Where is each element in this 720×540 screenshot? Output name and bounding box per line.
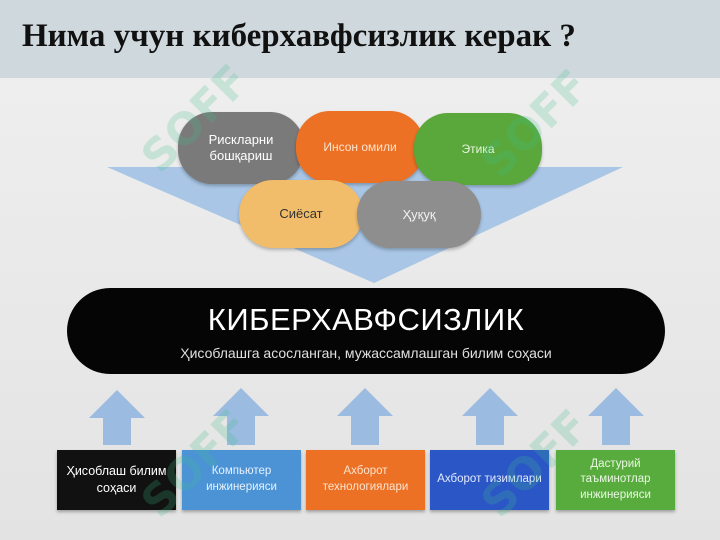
up-arrow (337, 388, 393, 445)
information-systems-box: Ахборот тизимлари (430, 450, 549, 510)
computing-knowledge-box: Ҳисоблаш билим соҳаси (57, 450, 176, 510)
software-engineering-box: Дастурий таъминотлар инжинерияси (556, 450, 675, 510)
up-arrow (462, 388, 518, 445)
cybersecurity-title: КИБЕРХАВФСИЗЛИК (207, 302, 525, 337)
human-factor-pill: Инсон омили (296, 111, 424, 183)
up-arrow (89, 390, 145, 445)
computer-engineering-box: Компьютер инжинерияси (182, 450, 301, 510)
law-pill: Ҳуқуқ (357, 181, 481, 248)
up-arrow (588, 388, 644, 445)
risk-management-pill: Рискларни бошқариш (178, 112, 304, 184)
up-arrow (213, 388, 269, 445)
policy-pill: Сиёсат (239, 180, 363, 248)
information-technology-box: Ахборот технологиялари (306, 450, 425, 510)
cybersecurity-bar: КИБЕРХАВФСИЗЛИК Ҳисоблашга асосланган, м… (67, 288, 665, 374)
title-bar: Нима учун киберхавфсизлик керак ? (0, 0, 720, 78)
cybersecurity-subtitle: Ҳисоблашга асосланган, мужассамлашган би… (180, 345, 552, 361)
ethics-pill: Этика (414, 113, 542, 185)
slide-title: Нима учун киберхавфсизлик керак ? (22, 18, 576, 54)
